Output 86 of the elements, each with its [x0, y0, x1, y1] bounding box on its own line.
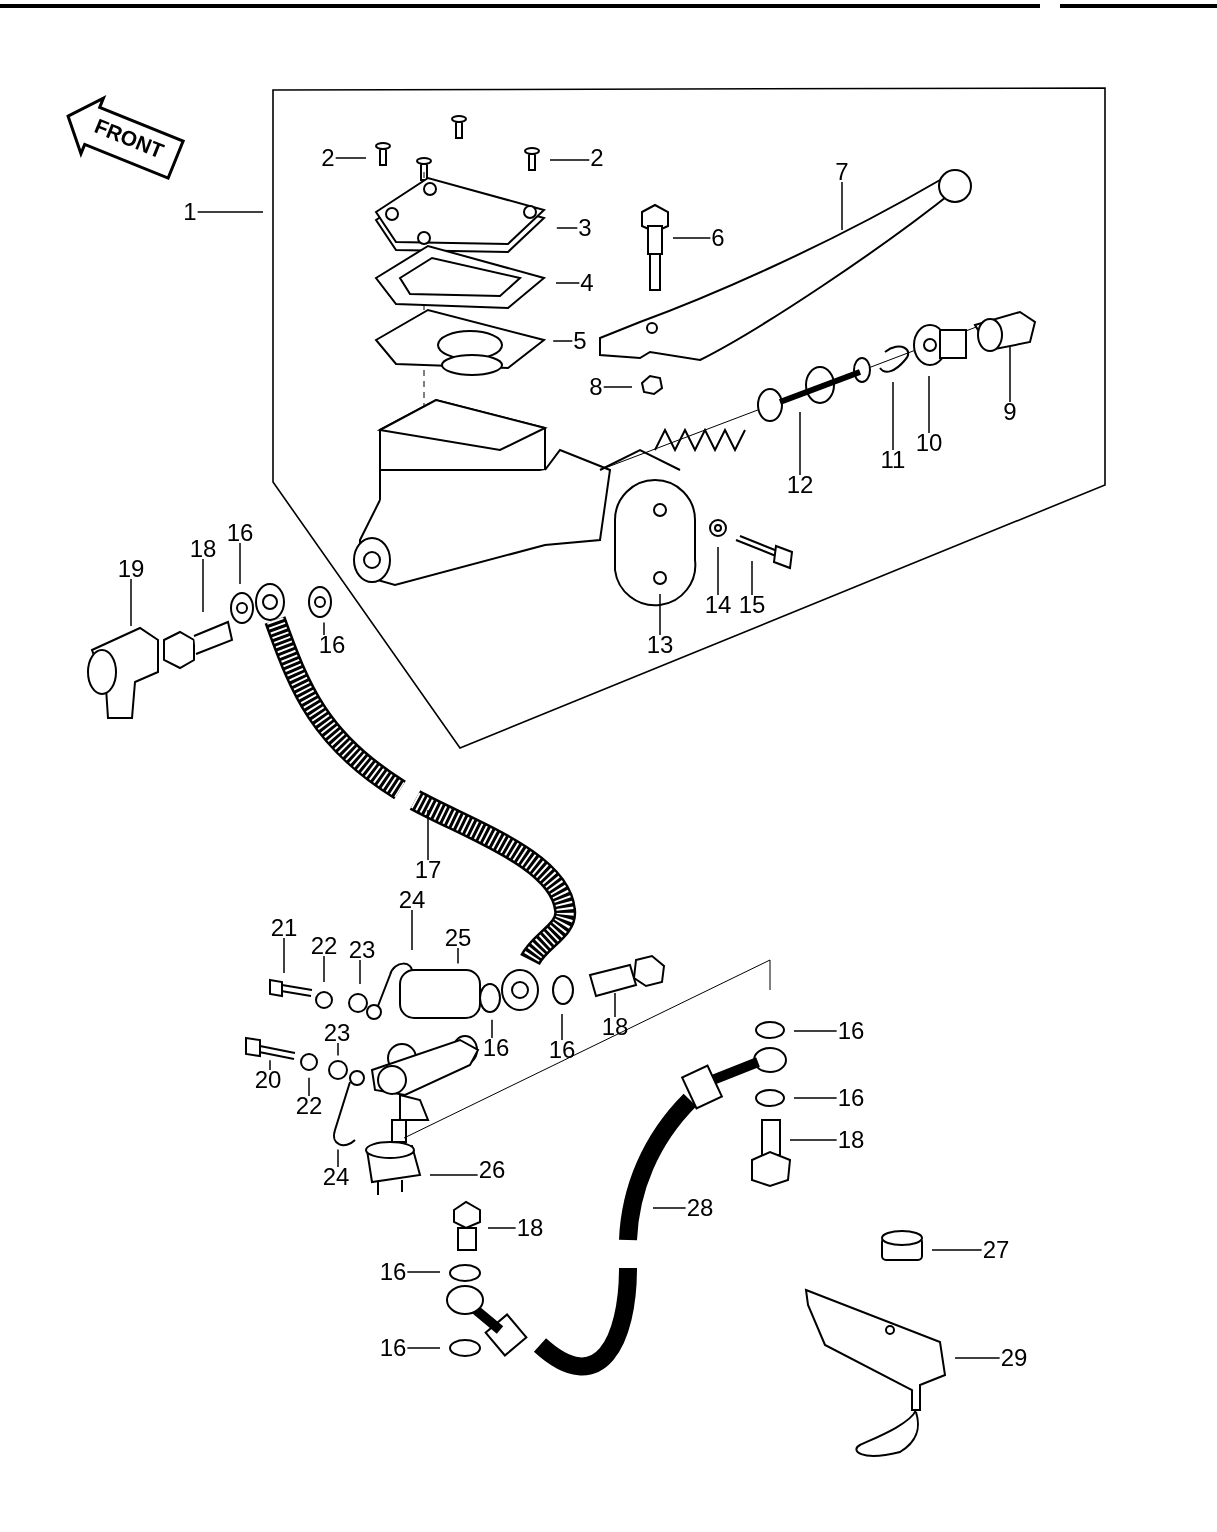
leader-line: [406, 1347, 441, 1349]
callout-number: 3: [577, 216, 593, 240]
leader-line: [751, 560, 753, 596]
leader-line: [334, 157, 367, 159]
leader-line: [614, 992, 616, 1018]
leader-line: [406, 1271, 441, 1273]
callout-number: 16: [225, 521, 255, 545]
callout-number: 17: [413, 858, 443, 882]
leader-line: [429, 1174, 479, 1176]
leader-line: [549, 159, 591, 161]
leader-line: [269, 1059, 271, 1071]
leader-line: [411, 909, 413, 951]
callout-number: 28: [685, 1196, 715, 1220]
callout-number: 14: [703, 593, 733, 617]
leader-line: [954, 1357, 1001, 1359]
leader-line: [602, 386, 633, 388]
callout-number: 29: [999, 1346, 1029, 1370]
callout-number: 7: [834, 160, 850, 184]
callout-number: 22: [294, 1094, 324, 1118]
leader-line: [672, 237, 712, 239]
callout-number: 18: [836, 1128, 866, 1152]
leader-line: [196, 211, 264, 213]
leader-line: [789, 1139, 838, 1141]
leader-line: [892, 381, 894, 451]
callout-number: 20: [253, 1068, 283, 1092]
leader-line: [717, 546, 719, 596]
leader-line: [359, 959, 361, 985]
leader-line: [491, 1019, 493, 1039]
leader-line: [239, 542, 241, 585]
callout-number: 9: [1002, 400, 1018, 424]
callout-number: 18: [600, 1015, 630, 1039]
callout-number: 10: [914, 431, 944, 455]
leader-line: [457, 947, 459, 965]
callout-number: 16: [547, 1038, 577, 1062]
callout-number: 2: [320, 146, 336, 170]
leader-line: [652, 1207, 687, 1209]
leader-line: [552, 340, 574, 342]
leader-line: [928, 375, 930, 434]
callout-number: 11: [879, 448, 907, 472]
leader-line: [556, 227, 579, 229]
callout-number: 5: [572, 329, 588, 353]
callout-number: 2: [589, 146, 605, 170]
callout-number: 21: [269, 916, 299, 940]
leader-line: [202, 558, 204, 613]
callout-number: 23: [347, 938, 377, 962]
callout-number: 22: [309, 934, 339, 958]
leader-line: [283, 937, 285, 974]
leader-line: [931, 1249, 983, 1251]
leader-line: [487, 1227, 517, 1229]
callout-number: 16: [317, 633, 347, 657]
callout-number: 23: [322, 1021, 352, 1045]
leader-line: [308, 1077, 310, 1097]
leader-line: [659, 593, 661, 636]
callout-number: 16: [481, 1036, 511, 1060]
callout-number: 12: [785, 473, 815, 497]
callout-number: 8: [588, 375, 604, 399]
leader-line: [793, 1030, 838, 1032]
callout-number: 24: [397, 888, 427, 912]
leader-line: [427, 809, 429, 861]
callout-number: 16: [378, 1260, 408, 1284]
callout-number: 6: [710, 226, 726, 250]
callout-number: 4: [579, 271, 595, 295]
callout-number: 19: [116, 557, 146, 581]
callout-number: 13: [645, 633, 675, 657]
callout-number: 16: [836, 1086, 866, 1110]
callout-number: 18: [515, 1216, 545, 1240]
callout-number: 16: [378, 1336, 408, 1360]
callout-number: 27: [981, 1238, 1011, 1262]
leader-line: [323, 621, 325, 636]
leader-line: [561, 1013, 563, 1041]
leader-line: [799, 411, 801, 476]
leader-line: [337, 1148, 339, 1168]
callout-number: 24: [321, 1165, 351, 1189]
callout-number: 18: [188, 537, 218, 561]
leader-line: [337, 1042, 339, 1057]
callout-number: 16: [836, 1019, 866, 1043]
leader-line: [1009, 346, 1011, 403]
callout-number: 1: [182, 200, 198, 224]
leader-line: [130, 578, 132, 627]
callout-number: 26: [477, 1158, 507, 1182]
leader-line: [555, 282, 581, 284]
leader-line: [793, 1097, 838, 1099]
leader-line: [323, 955, 325, 983]
leader-line: [841, 181, 843, 231]
callout-number: 15: [737, 593, 767, 617]
callout-number: 25: [443, 926, 473, 950]
